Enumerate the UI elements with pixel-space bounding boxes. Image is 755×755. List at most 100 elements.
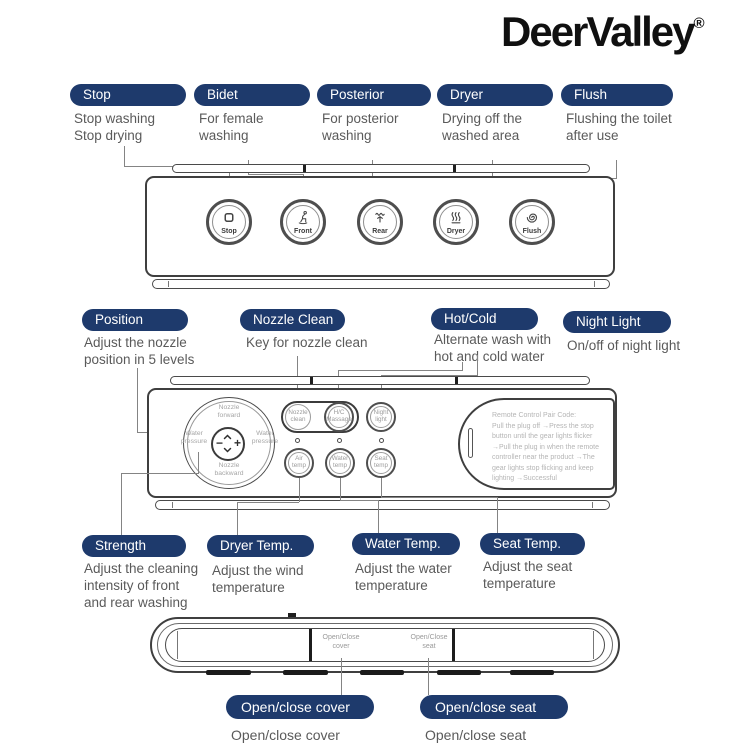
stop-button-face: Stop [212,205,246,239]
edge-tick [594,281,595,287]
indicator-led [379,438,384,443]
water-temp-button: Water temp [325,448,355,478]
connector-line [338,370,463,371]
connector-line [340,500,378,501]
remote-top-edge [172,164,590,173]
callout-pill-dryer: Dryer [437,84,553,106]
callout-desc-strength: Adjust the cleaning intensity of front a… [84,561,199,610]
callout-pill-open-close-cover: Open/close cover [226,695,374,719]
dryer-button-face: Dryer [439,205,473,239]
callout-desc-stop: Stop washing Stop drying [74,111,156,143]
section-divider [309,629,312,661]
callout-pill-posterior: Posterior [317,84,431,106]
connector-line [462,362,463,371]
dpad: − + [211,427,245,461]
indicator-led [337,438,342,443]
remote-main-bottom-edge [155,500,610,510]
callout-desc-night-light: On/off of night light [567,338,681,353]
edge-notch [455,377,458,384]
air-temp-button: Air temp [284,448,314,478]
flush-button-label: Flush [522,228,542,235]
connector-line [124,146,125,167]
dial-label-nozzle-forward: Nozzle forward [217,404,241,420]
underside-label-seat: Open/Close seat [410,634,448,651]
callout-desc-open-close-cover: Open/close cover [231,727,340,743]
connector-line [198,452,199,473]
front-button-label: Front [294,228,312,235]
rear-button-label: Rear [372,228,388,235]
connector-line [477,355,478,376]
battery-cover [458,398,615,490]
connector-line [381,497,497,498]
minus-icon: − [216,436,224,451]
night-light-button: Night light [366,402,396,432]
edge-notch [303,165,306,172]
air-temp-button-label: Air temp [288,452,310,474]
callout-desc-flush: Flushing the toilet after use [566,111,672,143]
callout-pill-open-close-seat: Open/close seat [420,695,568,719]
stop-button-label: Stop [221,228,237,235]
dryer-button: Dryer [433,199,479,245]
callout-desc-posterior: For posterior washing [322,111,399,143]
dial-label-nozzle-backward: Nozzle backward [214,462,244,478]
flush-button: Flush [509,199,555,245]
callout-pill-dryer-temp: Dryer Temp. [207,535,314,557]
dryer-button-label: Dryer [446,228,466,235]
pair-code-instructions: Remote Control Pair Code: Pull the plug … [492,412,600,482]
callout-desc-open-close-seat: Open/close seat [425,727,527,743]
underside-label-cover: Open/Close cover [322,634,360,651]
section-divider [452,629,455,661]
connector-line [381,478,382,497]
indicator-led [295,438,300,443]
remote-top-bottom-edge [152,279,610,289]
connector-line [248,174,304,175]
callout-desc-nozzle-clean: Key for nozzle clean [246,335,368,350]
callout-desc-dryer-temp: Adjust the wind temperature [212,563,304,595]
seat-temp-button-label: Seat temp [370,452,392,474]
edge-tick [593,631,594,659]
hc-massage-button-label: H/C Massage [326,406,352,428]
connector-line [497,497,498,533]
rubber-foot [437,670,481,675]
edge-notch [453,165,456,172]
callout-pill-strength: Strength [82,535,186,557]
callout-pill-hot-cold: Hot/Cold [431,308,538,330]
night-light-button-label: Night light [370,406,392,428]
connector-line [341,658,342,695]
nozzle-clean-button: Nozzle clean [285,404,311,430]
top-nub [288,613,296,617]
connector-line [137,368,138,432]
flush-button-face: Flush [515,205,549,239]
edge-tick [177,631,178,659]
brand-logo: DeerValley® [501,8,705,56]
edge-tick [168,281,169,287]
callout-pill-water-temp: Water Temp. [352,533,460,555]
callout-pill-seat-temp: Seat Temp. [480,533,585,555]
edge-notch [310,377,313,384]
stop-button: Stop [206,199,252,245]
connector-line [378,500,379,533]
rubber-foot [206,670,251,675]
connector-line [381,375,478,376]
brand-name: DeerValley [501,8,696,55]
battery-cover-slot [468,428,473,458]
connector-line [237,502,299,503]
rear-button: Rear [357,199,403,245]
front-button-face: Front [286,205,320,239]
callout-pill-stop: Stop [70,84,186,106]
seat-temp-button: Seat temp [366,448,396,478]
connector-line [616,160,617,179]
remote-main-top-edge [170,376,590,385]
registered-mark: ® [693,15,705,32]
edge-tick [592,502,593,508]
dpad-chevrons-icon [223,434,232,453]
rubber-foot [360,670,404,675]
connector-line [121,473,122,535]
front-wash-icon [298,210,308,225]
water-temp-button-label: Water temp [329,452,351,474]
callout-desc-position: Adjust the nozzle position in 5 levels [84,335,195,367]
rear-wash-icon [375,212,385,223]
connector-line [237,502,238,535]
stop-square-icon [224,213,234,222]
